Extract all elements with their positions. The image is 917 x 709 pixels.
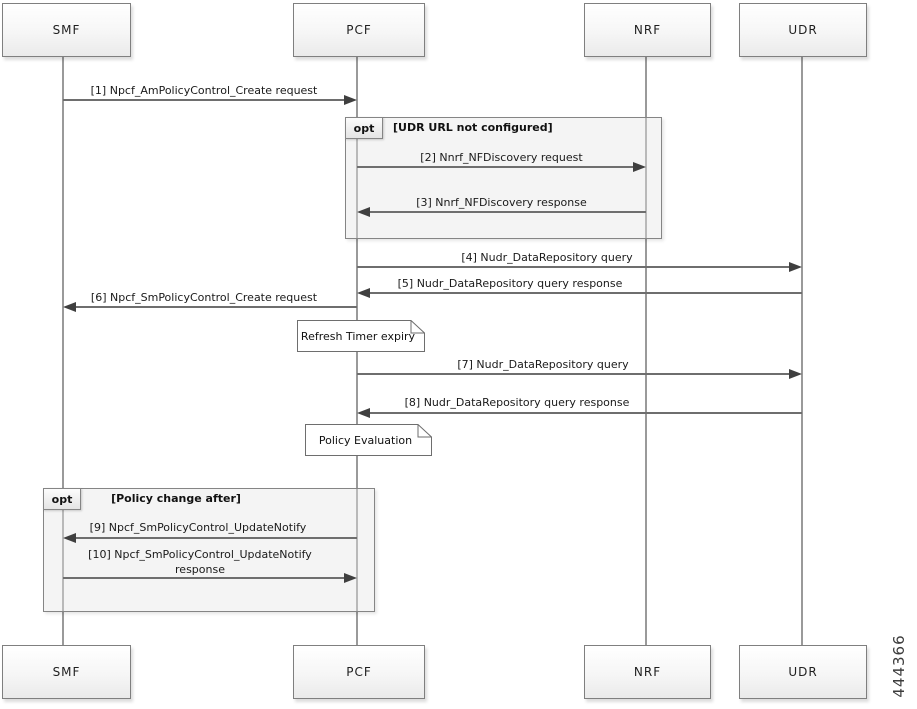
actor-label: NRF <box>633 23 662 37</box>
message-9-line <box>76 537 357 539</box>
actor-pcf-bottom: PCF <box>293 645 425 699</box>
actor-udr-bottom: UDR <box>739 645 867 699</box>
opt-operator-text: opt <box>51 492 73 506</box>
note-policy-evaluation-text: Policy Evaluation <box>318 433 413 447</box>
message-5-line <box>370 292 802 294</box>
message-9-label: [9] Npcf_SmPolicyControl_UpdateNotify <box>89 521 307 534</box>
note-refresh-timer-text: Refresh Timer expiry <box>300 329 416 343</box>
message-2-line <box>357 166 633 168</box>
message-1-line <box>63 99 344 101</box>
actor-label: PCF <box>346 665 372 679</box>
arrow-left-icon <box>357 408 370 418</box>
opt-guard-udr-url: [UDR URL not configured] <box>393 121 553 134</box>
actor-label: SMF <box>52 665 81 679</box>
lifeline-nrf <box>645 55 647 645</box>
opt-operator-label: opt <box>43 488 81 510</box>
message-3-label: [3] Nnrf_NFDiscovery response <box>416 196 587 209</box>
message-8-label: [8] Nudr_DataRepository query response <box>404 396 630 409</box>
opt-operator-text: opt <box>353 121 375 135</box>
opt-guard-policy-change: [Policy change after] <box>111 492 241 505</box>
actor-nrf-top: NRF <box>584 3 711 57</box>
actor-label: UDR <box>788 665 818 679</box>
actor-udr-top: UDR <box>739 3 867 57</box>
actor-nrf-bottom: NRF <box>584 645 711 699</box>
message-8-line <box>370 412 802 414</box>
opt-fragment-policy-change: opt [Policy change after] <box>43 488 375 612</box>
arrow-right-icon <box>633 162 646 172</box>
arrow-left-icon <box>357 288 370 298</box>
message-5-label: [5] Nudr_DataRepository query response <box>397 277 623 290</box>
actor-label: SMF <box>52 23 81 37</box>
actor-pcf-top: PCF <box>293 3 425 57</box>
message-6-line <box>76 306 357 308</box>
message-10-line <box>63 577 344 579</box>
note-policy-evaluation: Policy Evaluation <box>305 424 432 456</box>
message-2-label: [2] Nnrf_NFDiscovery request <box>420 151 583 164</box>
figure-number: 444366 <box>890 634 908 698</box>
arrow-left-icon <box>63 533 76 543</box>
message-4-label: [4] Nudr_DataRepository query <box>461 251 633 264</box>
message-7-label: [7] Nudr_DataRepository query <box>457 358 629 371</box>
note-shape-icon <box>297 320 425 352</box>
actor-label: UDR <box>788 23 818 37</box>
note-shape-icon <box>305 424 432 456</box>
message-1-label: [1] Npcf_AmPolicyControl_Create request <box>90 84 318 97</box>
message-3-line <box>370 211 646 213</box>
actor-label: NRF <box>633 665 662 679</box>
arrow-left-icon <box>63 302 76 312</box>
actor-smf-top: SMF <box>2 3 131 57</box>
actor-label: PCF <box>346 23 372 37</box>
note-refresh-timer: Refresh Timer expiry <box>297 320 425 352</box>
actor-smf-bottom: SMF <box>2 645 131 699</box>
arrow-right-icon <box>344 573 357 583</box>
lifeline-smf <box>62 55 64 645</box>
message-4-line <box>357 266 789 268</box>
message-10-label: [10] Npcf_SmPolicyControl_UpdateNotify r… <box>88 548 312 576</box>
message-6-label: [6] Npcf_SmPolicyControl_Create request <box>90 291 318 304</box>
arrow-right-icon <box>789 369 802 379</box>
opt-fragment-udr-url: opt [UDR URL not configured] <box>345 117 662 239</box>
arrow-right-icon <box>789 262 802 272</box>
lifeline-udr <box>801 55 803 645</box>
opt-operator-label: opt <box>345 117 383 139</box>
arrow-right-icon <box>344 95 357 105</box>
message-7-line <box>357 373 789 375</box>
arrow-left-icon <box>357 207 370 217</box>
